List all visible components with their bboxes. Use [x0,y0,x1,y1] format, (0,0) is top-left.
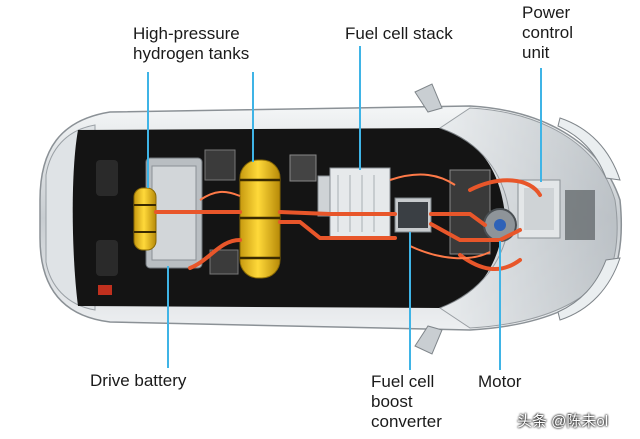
leader-lines [147,46,542,370]
label-motor: Motor [478,372,522,391]
label-fuel-cell-stack: Fuel cell stack [345,24,453,43]
fuel-cell-stack [329,167,391,239]
watermark: 头条 @陈未ol [517,413,609,430]
mirror-top [414,83,443,113]
thin-piping [199,173,491,260]
label-drive-battery: Drive battery [90,371,187,390]
label-power-control-unit: Power control unit [522,3,574,62]
label-boost-converter: Fuel cell boost converter [371,372,442,431]
label-hydrogen-tanks: High-pressure hydrogen tanks [133,24,250,63]
mirror-bottom [414,325,443,355]
piping [154,178,542,272]
